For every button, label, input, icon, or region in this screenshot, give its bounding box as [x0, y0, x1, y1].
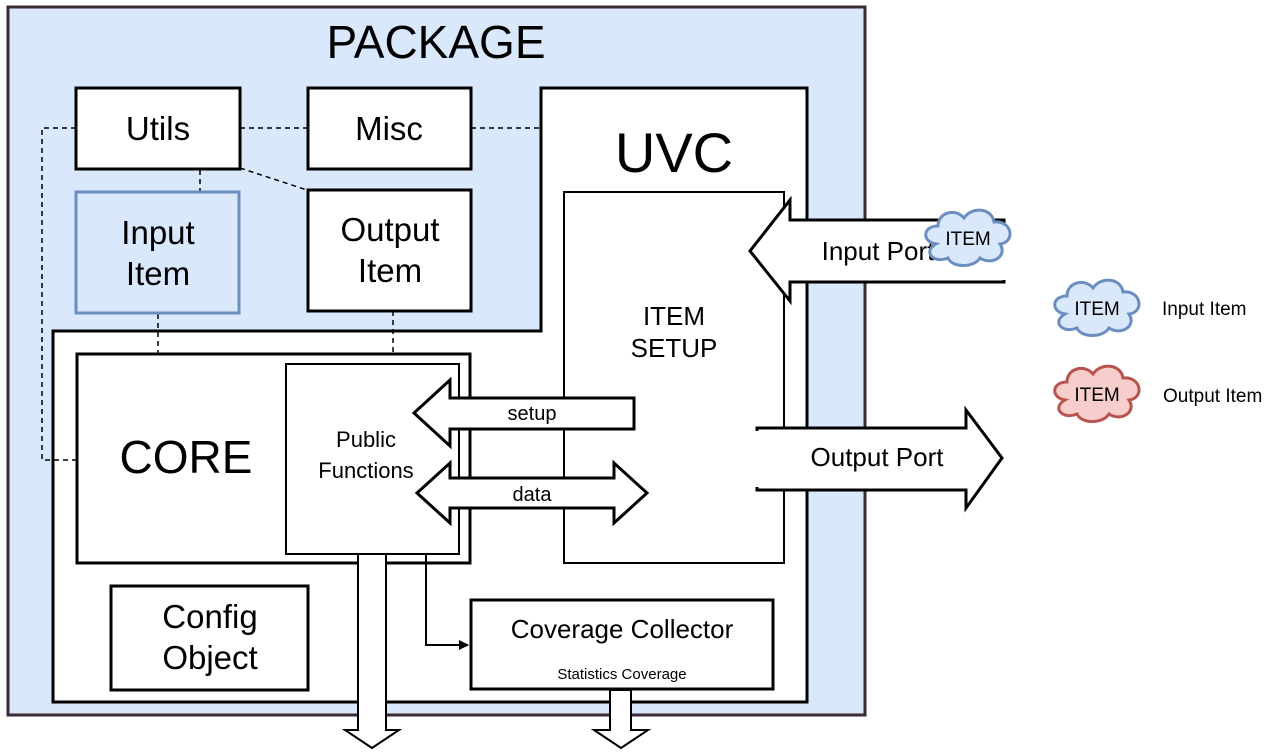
uvc-title: UVC: [615, 121, 733, 184]
output-port-label: Output Port: [811, 442, 945, 472]
legend-input-label: Input Item: [1162, 299, 1247, 320]
output-port-arrow: [755, 405, 1004, 513]
config-object-line2: Object: [162, 639, 257, 676]
input-item-label-line1: Input: [121, 214, 194, 251]
legend-input-cloud: ITEM: [1053, 278, 1141, 337]
public-functions-box: [285, 363, 460, 555]
output-item-label-line1: Output: [340, 211, 439, 248]
core-label: CORE: [120, 431, 253, 483]
package-title: PACKAGE: [327, 16, 546, 68]
output-item-label-line2: Item: [358, 252, 422, 289]
output-item-box: [306, 188, 473, 313]
coverage-collector-box: [469, 598, 775, 691]
misc-box: [306, 86, 473, 171]
data-arrow-label: data: [513, 484, 553, 506]
svg-text:ITEM: ITEM: [945, 229, 990, 250]
item-setup-line2: SETUP: [631, 333, 718, 363]
utils-box: [74, 86, 242, 171]
config-object-box: [109, 584, 310, 692]
legend-output-cloud: ITEM: [1053, 364, 1141, 423]
item-setup-line1: ITEM: [643, 301, 705, 331]
legend: ITEM Input Item ITEM Output Item: [1053, 278, 1262, 423]
data-double-arrow: [414, 459, 650, 527]
misc-label: Misc: [355, 110, 423, 147]
svg-text:ITEM: ITEM: [1074, 385, 1119, 406]
public-functions-line2: Functions: [318, 458, 413, 483]
config-object-line1: Config: [162, 598, 257, 635]
dashed-connectors: [41, 127, 541, 461]
input-port-item-cloud: ITEM: [924, 208, 1012, 267]
svg-text:ITEM: ITEM: [1074, 299, 1119, 320]
input-item-label-line2: Item: [126, 255, 190, 292]
coverage-down-arrow: [590, 689, 652, 750]
public-functions-line1: Public: [336, 427, 396, 452]
coverage-collector-subtitle: Statistics Coverage: [557, 666, 686, 683]
public-functions-down-arrow: [341, 553, 403, 750]
coverage-connector-arrow: [425, 554, 469, 650]
legend-output-label: Output Item: [1163, 386, 1262, 407]
coverage-collector-title: Coverage Collector: [511, 614, 734, 644]
input-item-box: [74, 190, 241, 315]
utils-label: Utils: [126, 110, 190, 147]
input-port-label: Input Port: [822, 236, 936, 266]
setup-arrow-label: setup: [508, 403, 557, 425]
setup-arrow: [411, 376, 636, 450]
